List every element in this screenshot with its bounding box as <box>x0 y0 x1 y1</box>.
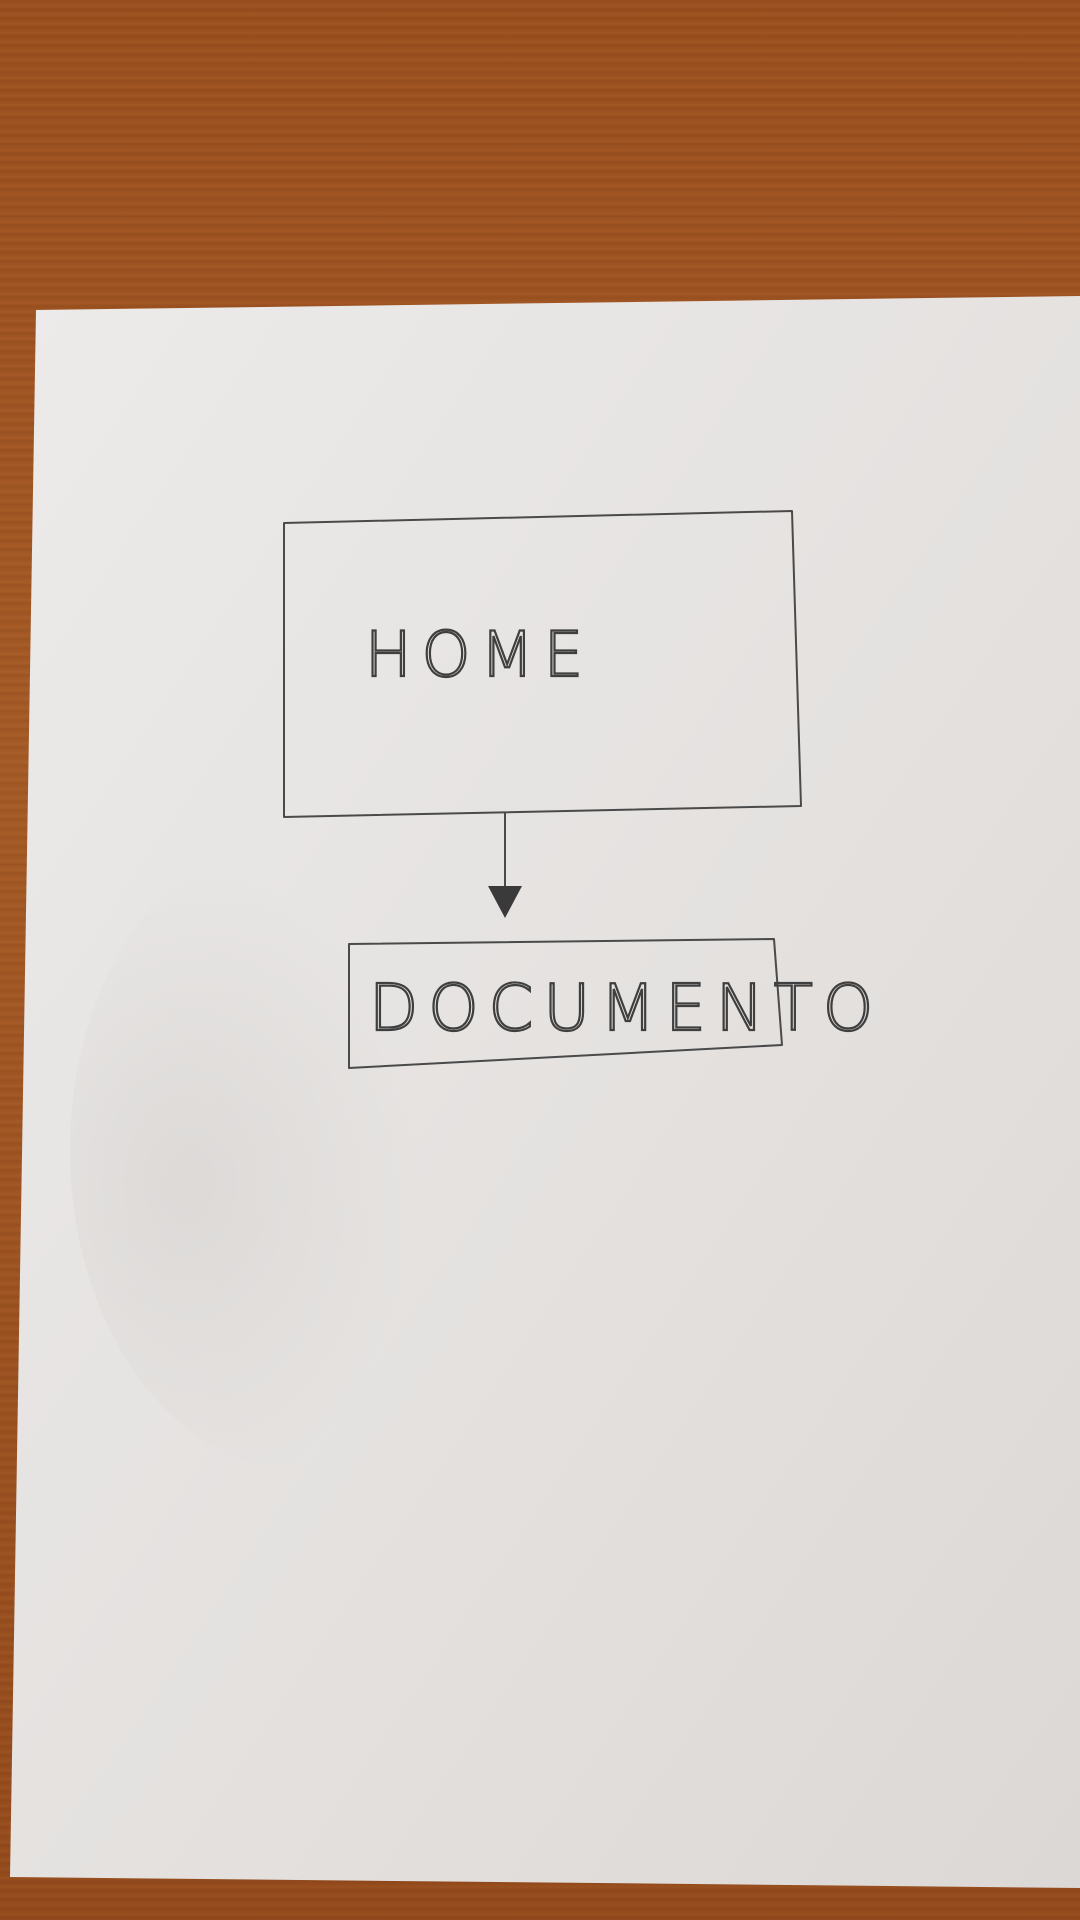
paper-shadow <box>70 830 530 1470</box>
arrowhead-icon <box>488 886 522 918</box>
node-home-label: HOME <box>365 618 593 691</box>
node-home: HOME <box>283 510 802 818</box>
node-documento: DOCUMENTO <box>348 938 883 1069</box>
node-documento-label: DOCUMENTO <box>369 972 883 1046</box>
node-documento-border <box>348 938 783 1069</box>
paper-surface <box>10 296 1080 1888</box>
node-home-border <box>283 510 802 818</box>
edge-home-to-documento <box>488 812 522 918</box>
